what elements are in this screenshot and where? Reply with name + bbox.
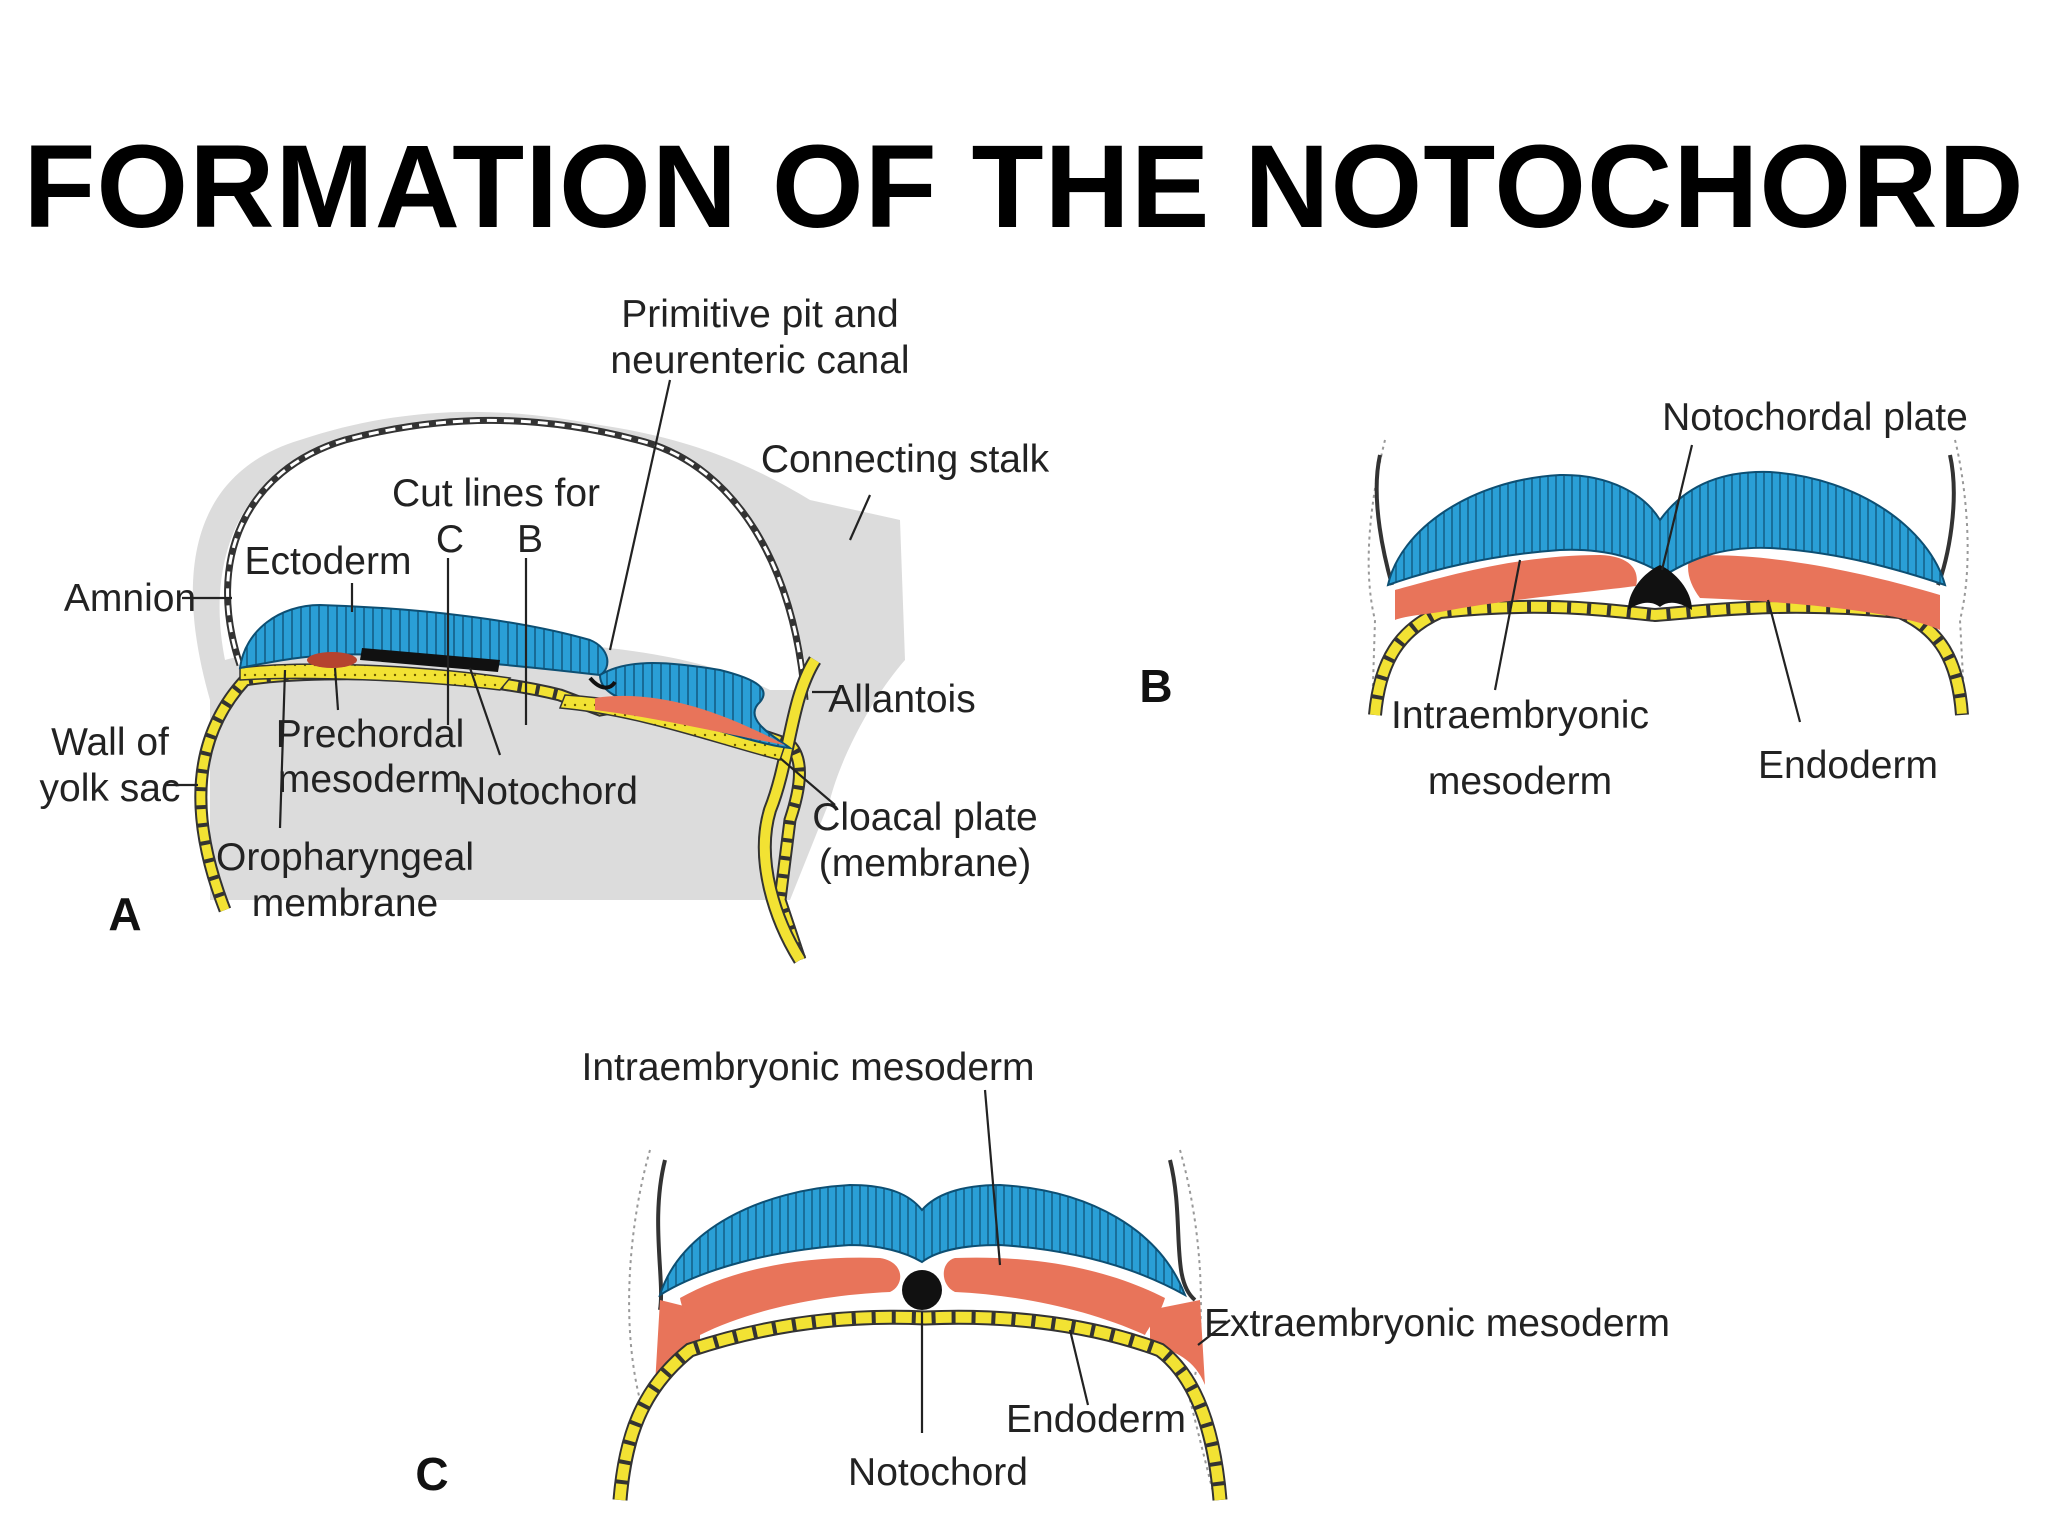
slide-title: FORMATION OF THE NOTOCHORD bbox=[23, 121, 2025, 253]
leader-prechordal bbox=[333, 667, 340, 711]
label-primitive-pit-1: Primitive pit and bbox=[621, 293, 898, 336]
label-intraembryonic-b-1: Intraembryonic bbox=[1391, 694, 1649, 737]
label-intraembryonic-c: Intraembryonic mesoderm bbox=[582, 1046, 1035, 1089]
label-endoderm-b: Endoderm bbox=[1758, 744, 1938, 787]
label-notochord-a: Notochord bbox=[458, 770, 638, 813]
prechordal-mesoderm bbox=[307, 652, 357, 668]
label-cut-lines: Cut lines for bbox=[392, 472, 600, 515]
label-cut-c: C bbox=[436, 518, 464, 561]
label-prechordal-1: Prechordal bbox=[276, 713, 465, 756]
label-amnion: Amnion bbox=[64, 577, 196, 620]
leader-intraembryonic-c bbox=[983, 1089, 1002, 1266]
panel-letter-a: A bbox=[108, 888, 141, 940]
label-primitive-pit-2: neurenteric canal bbox=[610, 339, 909, 382]
label-connecting-stalk: Connecting stalk bbox=[761, 438, 1050, 481]
leader-connecting-stalk bbox=[848, 494, 872, 541]
label-oropharyngeal-2: membrane bbox=[252, 882, 438, 925]
label-endoderm-c: Endoderm bbox=[1006, 1398, 1186, 1441]
leader-notochordal-plate bbox=[1660, 444, 1694, 571]
notochord-a bbox=[360, 648, 500, 672]
label-allantois: Allantois bbox=[828, 678, 975, 721]
mesoderm-b-right bbox=[1688, 555, 1940, 630]
label-cloacal-1: Cloacal plate bbox=[812, 796, 1037, 839]
intraembryonic-mesoderm-left bbox=[680, 1257, 901, 1335]
label-cloacal-2: (membrane) bbox=[819, 842, 1031, 885]
label-notochordal-plate: Notochordal plate bbox=[1662, 396, 1968, 439]
notochordal-plate bbox=[1628, 565, 1692, 610]
leader-primitive-pit bbox=[608, 379, 672, 651]
panel-letter-c: C bbox=[415, 1448, 448, 1500]
label-cut-b: B bbox=[517, 518, 543, 561]
leader-oropharyngeal bbox=[278, 669, 287, 829]
leader-endoderm-b bbox=[1766, 599, 1802, 723]
leader-extraembryonic bbox=[1197, 1319, 1231, 1346]
ectoderm-b bbox=[1386, 470, 1947, 587]
mesoderm-b-left bbox=[1395, 555, 1637, 620]
panel-c: Intraembryonic mesoderm Extraembryonic m… bbox=[415, 1046, 1670, 1501]
leader-intraembryonic-b bbox=[1493, 559, 1522, 691]
label-extraembryonic: Extraembryonic mesoderm bbox=[1204, 1302, 1670, 1345]
extraembryonic-mesoderm-right bbox=[1150, 1300, 1205, 1385]
leader-endoderm-c bbox=[1068, 1329, 1090, 1406]
ectoderm-c bbox=[658, 1183, 1187, 1298]
notochord-c bbox=[902, 1270, 942, 1310]
label-intraembryonic-b-2: mesoderm bbox=[1428, 760, 1612, 803]
mesoderm-caudal-a bbox=[595, 695, 785, 745]
leader-cloacal bbox=[779, 757, 836, 806]
label-yolk-sac: yolk sac bbox=[40, 767, 181, 810]
panel-b: Notochordal plate Intraembryonic mesoder… bbox=[1139, 396, 1969, 803]
panel-a: Primitive pit and neurenteric canal Conn… bbox=[40, 293, 1050, 964]
label-wall-of: Wall of bbox=[51, 721, 169, 764]
label-ectoderm-a: Ectoderm bbox=[245, 540, 412, 583]
leader-notochord-a bbox=[468, 667, 502, 756]
label-notochord-c: Notochord bbox=[848, 1451, 1028, 1494]
panel-letter-b: B bbox=[1139, 660, 1172, 712]
label-prechordal-2: mesoderm bbox=[278, 758, 462, 801]
intraembryonic-mesoderm-right bbox=[943, 1257, 1165, 1335]
label-oropharyngeal-1: Oropharyngeal bbox=[216, 836, 474, 879]
